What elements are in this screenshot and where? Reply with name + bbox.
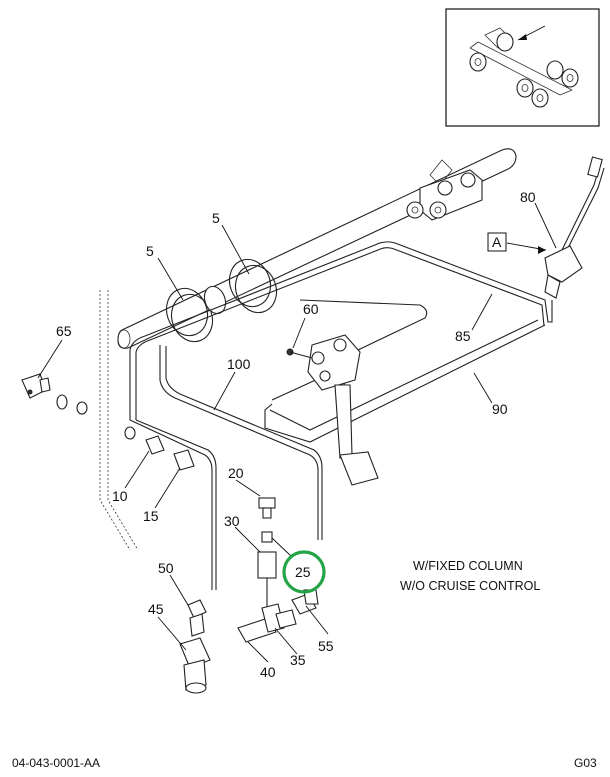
callout-45[interactable]: 45	[148, 601, 164, 617]
callout-10[interactable]: 10	[112, 488, 128, 504]
manifold-assembly	[179, 589, 319, 694]
callout-40[interactable]: 40	[260, 664, 276, 680]
callout-a[interactable]: A	[492, 234, 502, 250]
callout-55[interactable]: 55	[318, 638, 334, 654]
highlight-circle	[282, 550, 326, 594]
steering-valve	[544, 156, 605, 299]
drawing-number: 04-043-0001-AA	[12, 756, 100, 770]
foot-valve-pedal	[286, 334, 379, 486]
callout-labels: 5 5 80 A 65 60 85 100 90 10 15 20 30 25 …	[56, 189, 536, 680]
frame-outline	[99, 290, 139, 551]
callout-15[interactable]: 15	[143, 508, 159, 524]
callout-5-right[interactable]: 5	[212, 210, 220, 226]
callout-50[interactable]: 50	[158, 560, 174, 576]
callout-90[interactable]: 90	[492, 401, 508, 417]
tube-clamps	[165, 258, 278, 343]
callout-85[interactable]: 85	[455, 328, 471, 344]
callout-25[interactable]: 25	[295, 564, 311, 580]
valve-stack-20-30	[257, 497, 277, 610]
callout-65[interactable]: 65	[56, 323, 72, 339]
note-text: W/FIXED COLUMN W/O CRUISE CONTROL	[400, 559, 540, 593]
callout-35[interactable]: 35	[290, 652, 306, 668]
fitting-65	[21, 373, 88, 415]
fittings-10-15	[124, 426, 195, 471]
valve-block-assembly	[406, 169, 483, 221]
callout-a-box	[487, 232, 507, 252]
callout-100[interactable]: 100	[227, 356, 251, 372]
note-line-1: W/FIXED COLUMN	[413, 559, 523, 573]
inset-chassis-view	[445, 8, 600, 127]
callout-80[interactable]: 80	[520, 189, 536, 205]
callout-20[interactable]: 20	[228, 465, 244, 481]
callout-60[interactable]: 60	[303, 301, 319, 317]
leader-lines	[37, 202, 557, 663]
callout-30[interactable]: 30	[224, 513, 240, 529]
note-line-2: W/O CRUISE CONTROL	[400, 579, 540, 593]
sheet-code: G03	[574, 756, 597, 770]
callout-5-left[interactable]: 5	[146, 243, 154, 259]
